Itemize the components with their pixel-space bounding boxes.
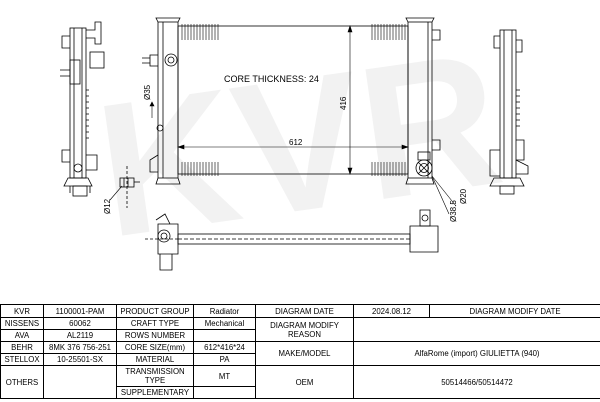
left-side-view	[60, 21, 105, 197]
label-cell: DIAGRAM MODIFY REASON	[255, 317, 354, 342]
label-cell: DIAGRAM MODIFY DATE	[429, 304, 600, 318]
label-cell: MATERIAL	[116, 353, 194, 366]
value-cell: Radiator	[193, 304, 256, 318]
table-row: KVR 1100001-PAM PRODUCT GROUP Radiator D…	[0, 304, 600, 318]
code-cell: AL2119	[43, 329, 117, 342]
value-cell	[353, 317, 600, 342]
dimension-lines	[109, 25, 457, 215]
dim-height-label: 416	[339, 96, 348, 110]
value-cell: AlfaRome (import) GIULIETTA (940)	[353, 341, 600, 366]
plug-detail	[119, 166, 140, 208]
value-cell	[193, 386, 256, 399]
code-cell	[43, 365, 117, 399]
bottom-plan-view	[145, 209, 439, 271]
spec-table: KVR 1100001-PAM PRODUCT GROUP Radiator D…	[0, 304, 600, 399]
value-cell	[193, 329, 256, 342]
brand-cell: NISSENS	[0, 317, 44, 330]
core-thickness-label: CORE THICKNESS: 24	[224, 74, 319, 84]
dim-20-label: Ø20	[459, 188, 468, 204]
brand-cell: BEHR	[0, 341, 44, 354]
label-cell: ROWS NUMBER	[116, 329, 194, 342]
brand-cell: KVR	[0, 304, 44, 318]
code-cell: 8MK 376 756-251	[43, 341, 117, 354]
dim-35-label: Ø35	[143, 84, 152, 100]
label-cell: PRODUCT GROUP	[116, 304, 194, 318]
technical-drawing: KVR	[60, 12, 529, 278]
table-row: OTHERS TRANSMISSION TYPE MT OEM 50514466…	[0, 365, 600, 399]
table-row: STELLOX 10-25501-SX MATERIAL PA	[0, 353, 600, 366]
label-cell: CORE SIZE(mm)	[116, 341, 194, 354]
value-cell: 50514466/50514472	[353, 365, 600, 399]
code-cell: 60062	[43, 317, 117, 330]
radiator-front-view	[142, 17, 441, 185]
dim-width-label: 612	[289, 138, 303, 147]
label-cell: MAKE/MODEL	[255, 341, 354, 366]
value-cell: 2024.08.12	[353, 304, 430, 318]
value-cell: Mechanical	[193, 317, 256, 330]
table-row: BEHR 8MK 376 756-251 CORE SIZE(mm) 612*4…	[0, 341, 600, 366]
brand-cell: OTHERS	[0, 365, 44, 399]
dim-12-label: Ø12	[103, 198, 112, 214]
brand-cell: AVA	[0, 329, 44, 342]
label-cell: OEM	[255, 365, 354, 399]
dim-385-label: Ø38.5	[449, 200, 458, 222]
value-cell: PA	[193, 353, 256, 366]
label-cell: SUPPLEMENTARY	[116, 386, 194, 399]
brand-cell: STELLOX	[0, 353, 44, 366]
value-cell: 612*416*24	[193, 341, 256, 354]
label-cell: DIAGRAM DATE	[255, 304, 354, 318]
label-cell: TRANSMISSION TYPE	[116, 365, 194, 387]
code-cell: 10-25501-SX	[43, 353, 117, 366]
right-side-view	[489, 29, 529, 195]
code-cell: 1100001-PAM	[43, 304, 117, 318]
label-cell: CRAFT TYPE	[116, 317, 194, 330]
value-cell: MT	[193, 365, 256, 387]
table-row: SUPPLEMENTARY	[1, 386, 600, 399]
table-row: NISSENS 60062 CRAFT TYPE Mechanical DIAG…	[0, 317, 600, 342]
